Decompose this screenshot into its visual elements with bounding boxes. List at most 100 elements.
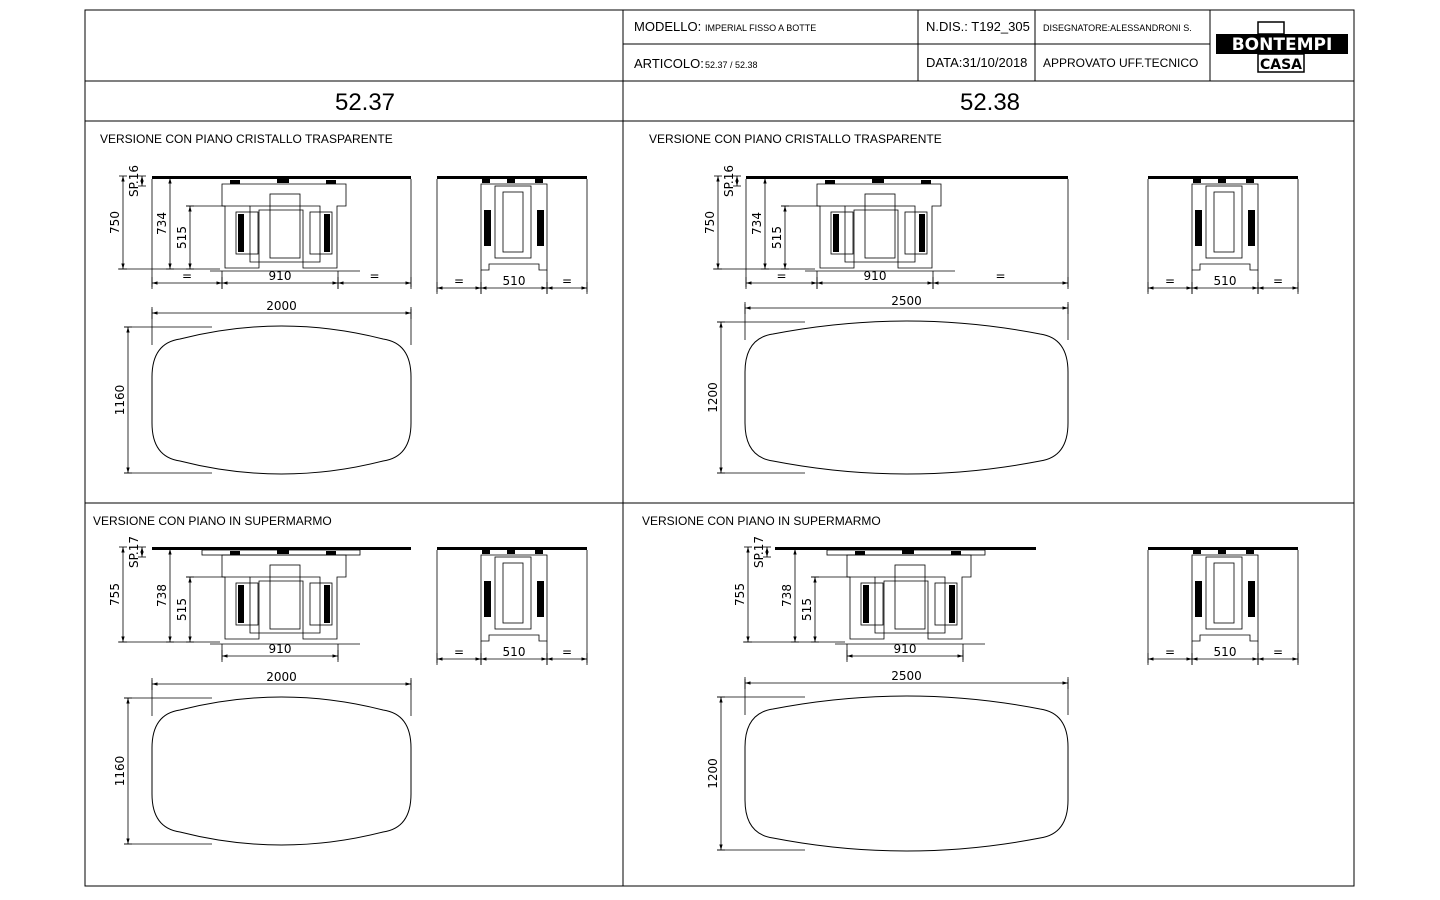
dimension-top-length: 2500: [744, 669, 1069, 689]
dimension-total-height: 750: [108, 175, 127, 270]
top-fixing: [1193, 179, 1201, 183]
dimension-eq-right: =: [932, 269, 1069, 289]
dimension-label: 515: [175, 598, 189, 621]
dimension-label: =: [776, 269, 786, 283]
tabletop-side: [437, 547, 587, 550]
dimension-label: =: [369, 269, 379, 283]
top-fixing: [277, 550, 289, 554]
heading-52-37-supermarmo: VERSIONE CON PIANO IN SUPERMARMO: [93, 514, 332, 528]
left-leg-window: [830, 211, 854, 255]
plan-view: 2500 1200: [706, 669, 1069, 852]
dimension-top-thickness: SP.16: [127, 165, 146, 197]
left-leg-window: [235, 582, 259, 626]
side-column: [502, 191, 524, 253]
top-fixing: [855, 551, 865, 555]
dimension-eq-right: =: [337, 269, 412, 289]
dimension-side-width: 510: [480, 645, 548, 665]
top-fixing: [535, 550, 543, 554]
side-leg-shadow: [1195, 581, 1202, 617]
side-leg-shadow: [537, 210, 544, 246]
central-column: [864, 193, 896, 259]
right-leg-window: [934, 582, 958, 626]
heading-52-37-cristallo: VERSIONE CON PIANO CRISTALLO TRASPARENTE: [100, 132, 393, 146]
dimension-eq-right: =: [1257, 645, 1299, 665]
base-inner-frame: [874, 576, 946, 634]
dimension-top-length: 2000: [151, 299, 412, 319]
left-leg-window: [860, 582, 884, 626]
dimension-label: =: [995, 269, 1005, 283]
dimension-top-depth: 1160: [113, 326, 132, 474]
dimension-label: 910: [864, 269, 887, 283]
dimension-top-length: 2500: [744, 294, 1069, 314]
central-column: [269, 564, 301, 630]
top-fixing: [951, 551, 961, 555]
dimension-label: 515: [175, 226, 189, 249]
dimension-label: 750: [703, 211, 717, 234]
approval: APPROVATO UFF.TECNICO: [1043, 56, 1198, 70]
side-outer-outline: [480, 183, 548, 271]
dimension-eq-left: =: [151, 269, 223, 289]
side-outer-outline: [480, 554, 548, 642]
dimension-label: =: [454, 274, 464, 288]
side-leg-shadow: [1248, 581, 1255, 617]
dimension-label: 738: [780, 584, 794, 607]
dimension-label: 750: [108, 211, 122, 234]
dimension-label: 734: [750, 212, 764, 235]
dimension-top-thickness: SP.17: [127, 536, 146, 568]
front-elevation: [775, 547, 1036, 645]
side-outer-outline: [1191, 183, 1259, 271]
dimension-eq-left: =: [1147, 645, 1193, 665]
right-leg-shadow: [949, 585, 955, 623]
column-code-52-38: 52.38: [960, 89, 1020, 116]
dimension-label: SP.16: [722, 165, 736, 197]
drawing-number: N.DIS.: T192_305: [926, 19, 1030, 34]
tabletop: [746, 176, 1068, 179]
dimension-label: 510: [1214, 645, 1237, 659]
front-elevation: [152, 176, 411, 272]
dimension-top-depth: 1200: [706, 696, 725, 851]
tabletop-side: [437, 176, 587, 179]
side-column: [1213, 562, 1235, 624]
dimension-total-height: 750: [703, 175, 722, 270]
right-leg-window: [309, 211, 333, 255]
dimension-side-width: 510: [1191, 274, 1259, 294]
side-elevation: = 510 =: [1147, 176, 1299, 294]
tabletop-side: [1148, 176, 1298, 179]
dimension-label: =: [562, 645, 572, 659]
left-leg-shadow: [238, 214, 244, 252]
top-fixing: [507, 179, 515, 183]
side-leg-shadow: [484, 581, 491, 617]
top-fixing: [230, 551, 240, 555]
drawing-date: DATA:31/10/2018: [926, 55, 1027, 70]
side-inner-frame: [494, 185, 532, 259]
dimension-side-width: 510: [1191, 645, 1259, 665]
dimension-label: =: [1273, 274, 1283, 288]
left-leg-shadow: [833, 214, 839, 252]
dimension-top-length: 2000: [151, 670, 412, 690]
side-outer-outline: [1191, 554, 1259, 642]
dimension-underside-height: 734: [155, 177, 174, 270]
top-fixing: [535, 179, 543, 183]
side-leg-shadow: [484, 210, 491, 246]
bontempi-logo: BONTEMPI CASA: [1216, 21, 1348, 73]
dimension-label: 510: [1214, 274, 1237, 288]
top-fixing: [277, 179, 289, 183]
top-fixing: [872, 179, 884, 183]
right-leg-shadow: [919, 214, 925, 252]
dimension-label: =: [1165, 274, 1175, 288]
top-fixing: [1218, 179, 1226, 183]
top-fixing: [326, 180, 336, 184]
side-column: [1213, 191, 1235, 253]
column-code-52-37: 52.37: [335, 89, 395, 116]
base-inner-frame: [249, 576, 321, 634]
dimension-base-width: 910: [221, 269, 339, 289]
side-elevation: = 510 =: [1147, 547, 1299, 665]
dimension-label: 510: [503, 274, 526, 288]
top-fixing: [921, 180, 931, 184]
dimension-underside-height: 738: [780, 548, 799, 643]
dimension-label: =: [1165, 645, 1175, 659]
dimension-label: 738: [155, 584, 169, 607]
tabletop-side: [1148, 547, 1298, 550]
